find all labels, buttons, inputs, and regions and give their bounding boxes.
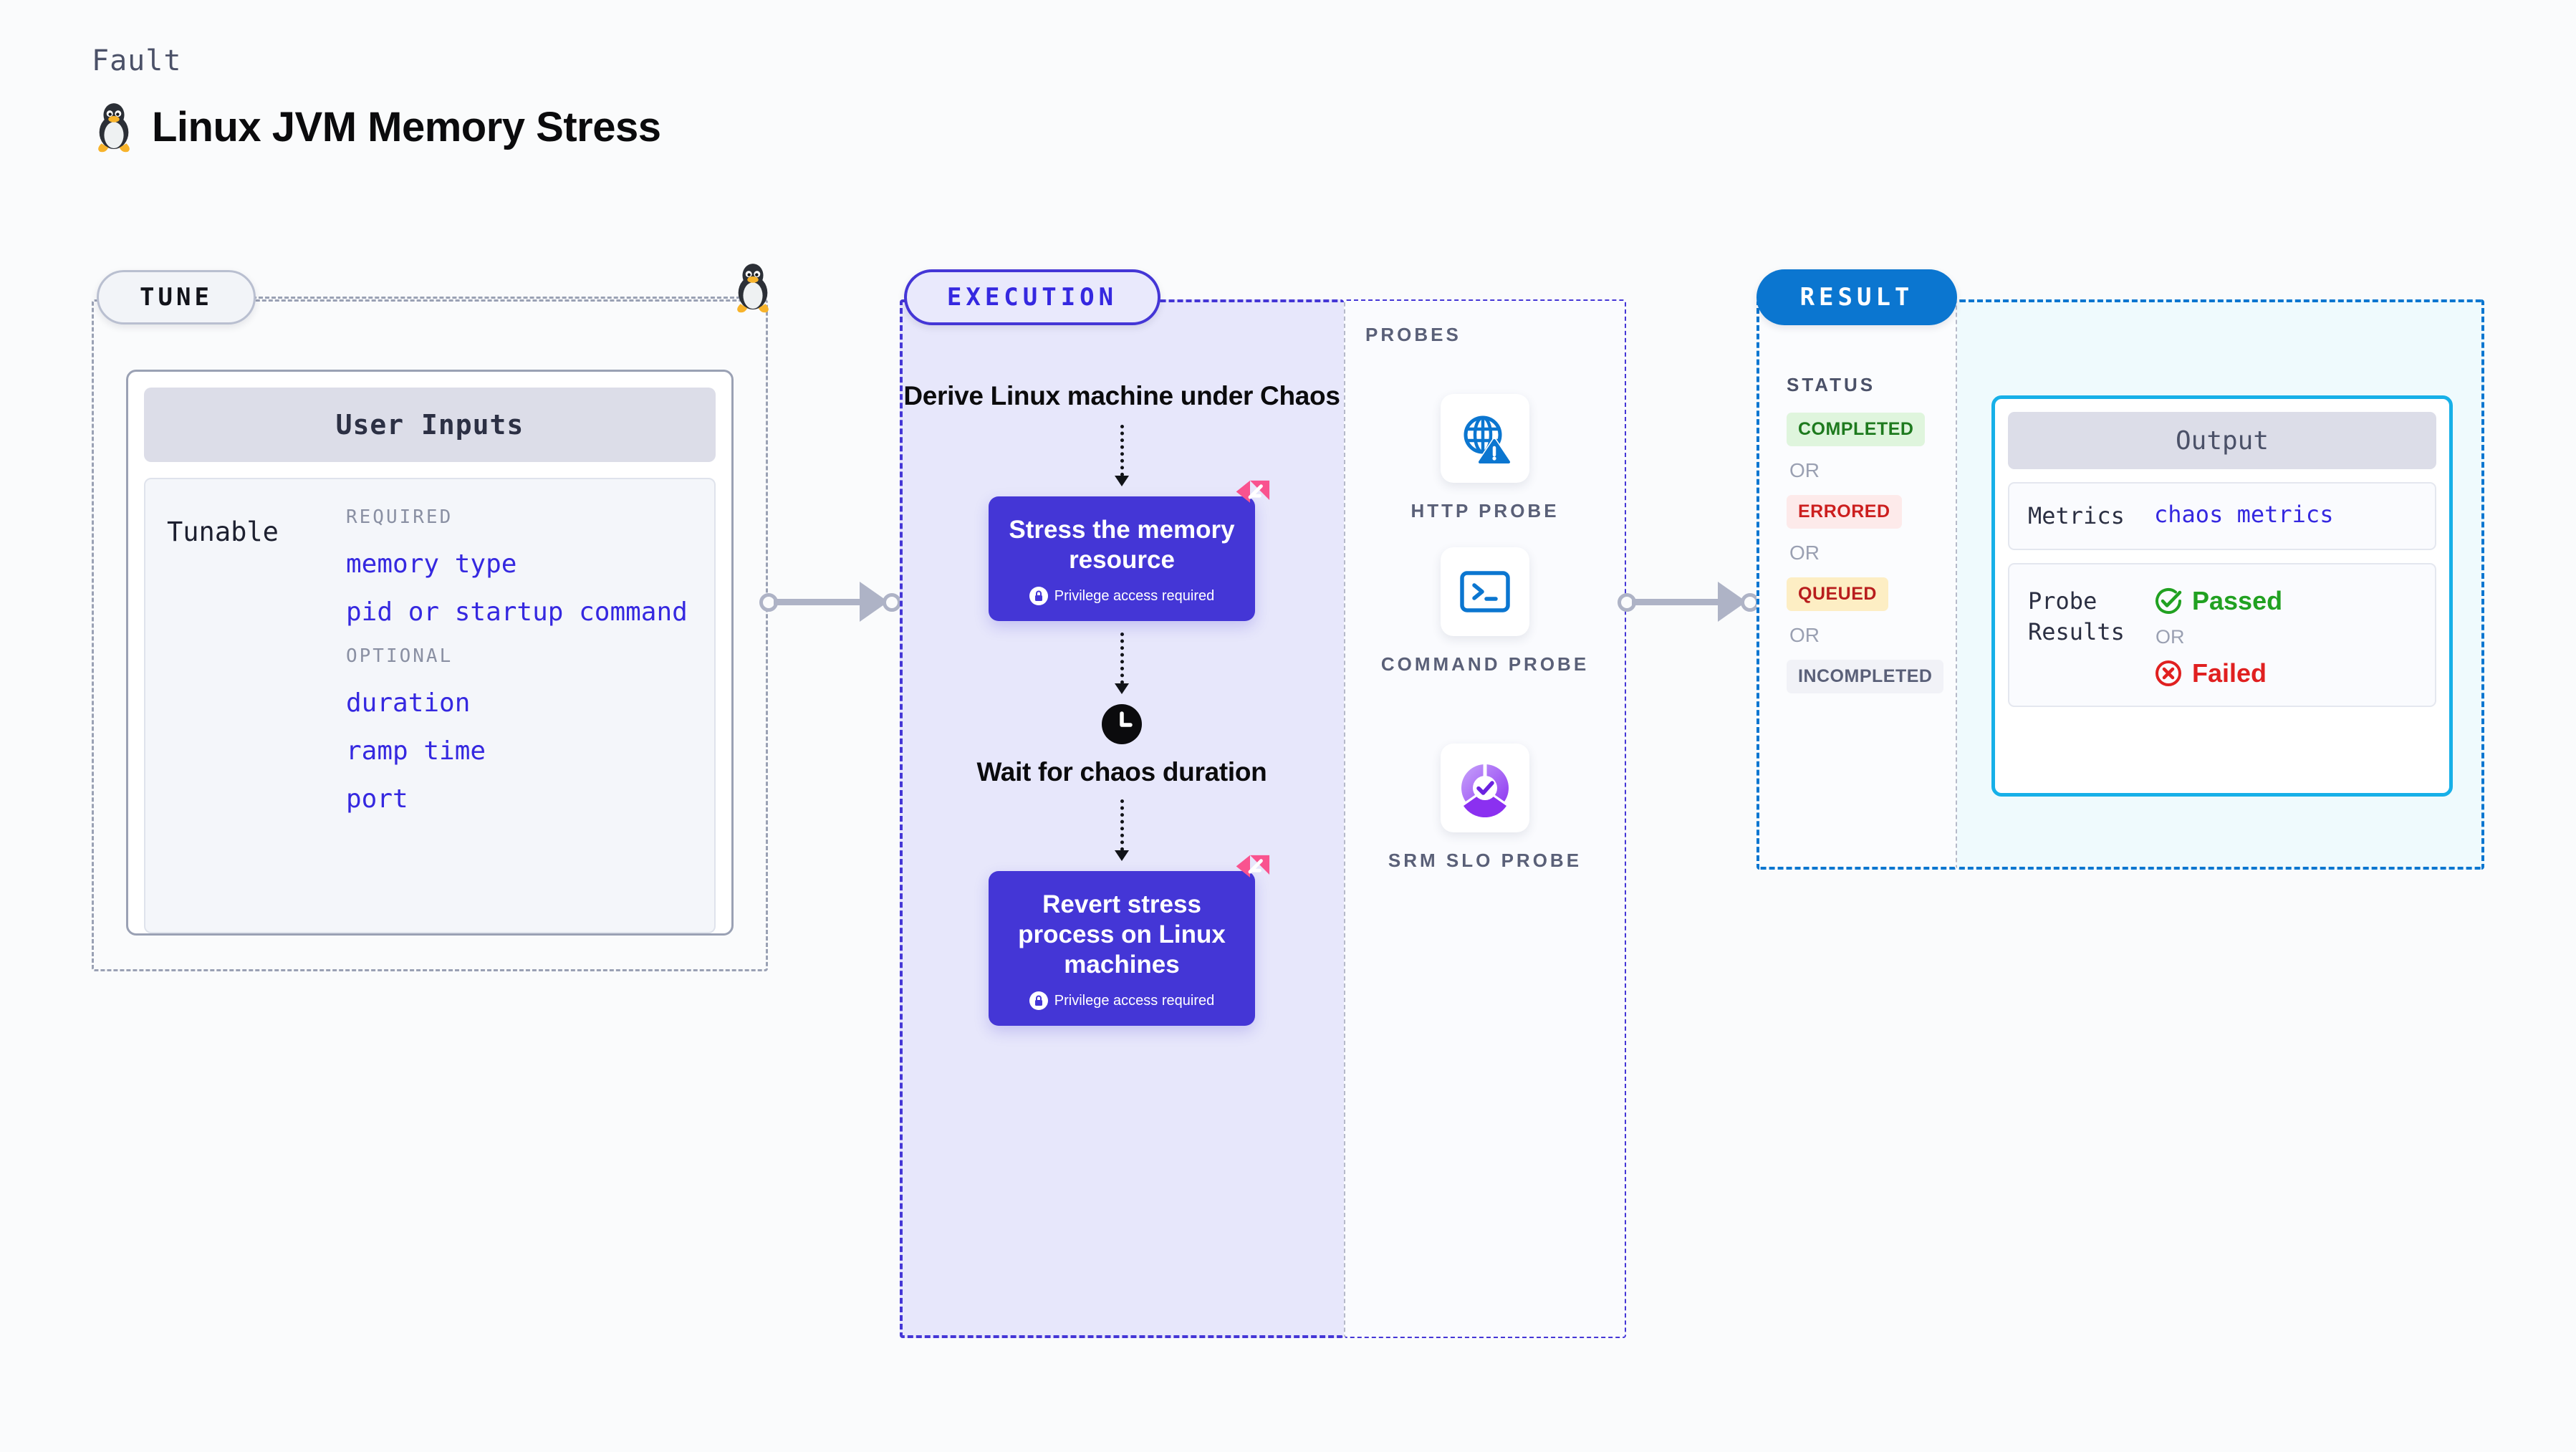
clock-icon: [1102, 704, 1142, 745]
or-label: OR: [1789, 459, 1820, 481]
status-badge: QUEUED: [1787, 577, 1888, 611]
tunable-label: Tunable: [167, 516, 279, 547]
tunable-list: REQUIRED memory type pid or startup comm…: [346, 506, 693, 905]
status-title: STATUS: [1787, 374, 1876, 395]
harness-ribbon-icon: [1236, 481, 1270, 503]
status-badge: COMPLETED: [1787, 413, 1926, 446]
probe-icon-card: [1441, 547, 1529, 636]
or-label: OR: [2156, 626, 2185, 648]
tunable-item[interactable]: duration: [346, 688, 471, 718]
user-inputs-card: User Inputs Tunable REQUIRED memory type…: [126, 370, 734, 936]
tux-penguin-icon: [98, 103, 130, 153]
probe-label: HTTP PROBE: [1410, 500, 1559, 521]
metrics-key: Metrics: [2028, 502, 2125, 529]
probes-title: PROBES: [1365, 324, 1461, 345]
probe-passed: Passed: [2154, 586, 2282, 616]
tune-top-dash: [252, 297, 754, 299]
connector-end-dot: [883, 593, 901, 612]
status-badge: ERRORED: [1787, 495, 1902, 529]
execution-step-heading: Derive Linux machine under Chaos: [903, 381, 1340, 410]
privilege-note: Privilege access required: [1054, 992, 1215, 1009]
connector-tune-to-execution: [759, 580, 903, 623]
slo-donut-check-icon: [1461, 763, 1509, 817]
execution-step-heading: Wait for chaos duration: [976, 757, 1267, 787]
probe-icon-card: [1441, 744, 1529, 832]
execution-step-title: Stress the memory resource: [1009, 516, 1235, 574]
connector-line: [1632, 599, 1725, 605]
execution-step-title: Revert stress process on Linux machines: [1018, 890, 1226, 979]
lock-icon: [1029, 991, 1048, 1011]
probe-label: COMMAND PROBE: [1380, 653, 1590, 675]
privilege-note: Privilege access required: [1054, 587, 1215, 604]
output-title: Output: [2008, 412, 2436, 469]
terminal-icon: [1460, 571, 1510, 612]
passed-label: Passed: [2192, 586, 2283, 616]
title-row: Linux JVM Memory Stress: [92, 100, 661, 153]
execution-step-card[interactable]: Revert stress process on Linux machines …: [989, 855, 1270, 1027]
privilege-row: Privilege access required: [1003, 587, 1241, 606]
probe-failed: Failed: [2154, 658, 2282, 688]
tune-pill[interactable]: TUNE: [97, 270, 256, 324]
harness-ribbon-icon: [1236, 855, 1270, 878]
connector-execution-to-result: [1618, 580, 1761, 623]
result-pill[interactable]: RESULT: [1756, 269, 1957, 325]
tunable-group-heading: REQUIRED: [346, 506, 453, 528]
user-inputs-title: User Inputs: [144, 388, 716, 462]
output-card: Output Metrics chaos metrics Probe Resul…: [1991, 395, 2453, 797]
metrics-value[interactable]: chaos metrics: [2154, 501, 2334, 528]
probe-results-values: Passed OR Failed: [2154, 586, 2282, 688]
tunable-item[interactable]: ramp time: [346, 736, 486, 766]
check-circle-icon: [2156, 588, 2182, 615]
privilege-row: Privilege access required: [1003, 991, 1241, 1011]
probe-results-key: Probe Results: [2028, 587, 2125, 646]
fault-eyebrow: Fault: [92, 44, 182, 77]
flow-arrow-icon: [1115, 425, 1129, 487]
flow-arrow-icon: [1115, 799, 1129, 862]
globe-warning-icon: [1464, 415, 1512, 465]
tux-penguin-icon: [737, 264, 769, 313]
execution-step-card[interactable]: Stress the memory resource Privilege acc…: [989, 481, 1270, 622]
tunable-item[interactable]: memory type: [346, 549, 517, 579]
page-header: Fault Linux JVM Memory Stress: [92, 44, 661, 153]
output-metrics-row: Metrics chaos metrics: [2008, 482, 2436, 551]
output-probe-results-row: Probe Results Passed OR Failed: [2008, 563, 2436, 708]
tune-panel: [92, 299, 768, 971]
flow-arrow-icon: [1115, 633, 1129, 695]
tunable-item[interactable]: port: [346, 784, 408, 814]
probe-icon-card: [1441, 394, 1529, 483]
failed-label: Failed: [2192, 658, 2267, 688]
probe-command[interactable]: COMMAND PROBE: [1344, 547, 1626, 677]
tunable-group-heading: OPTIONAL: [346, 645, 453, 667]
page-title: Linux JVM Memory Stress: [152, 103, 661, 150]
status-list: COMPLETED OR ERRORED OR QUEUED OR INCOMP…: [1787, 413, 1944, 693]
probe-http[interactable]: HTTP PROBE: [1344, 394, 1626, 524]
or-label: OR: [1789, 542, 1820, 564]
or-label: OR: [1789, 624, 1820, 646]
execution-pill[interactable]: EXECUTION: [904, 269, 1160, 325]
probe-srm-slo[interactable]: SRM SLO PROBE: [1344, 744, 1626, 873]
tunable-box: Tunable REQUIRED memory type pid or star…: [144, 478, 716, 933]
execution-flow: Derive Linux machine under Chaos Stress …: [900, 380, 1344, 1027]
status-badge: INCOMPLETED: [1787, 660, 1944, 693]
x-circle-icon: [2156, 660, 2181, 687]
probe-label: SRM SLO PROBE: [1388, 850, 1582, 871]
connector-line: [774, 599, 867, 605]
lock-icon: [1029, 587, 1048, 606]
tunable-item[interactable]: pid or startup command: [346, 597, 688, 627]
